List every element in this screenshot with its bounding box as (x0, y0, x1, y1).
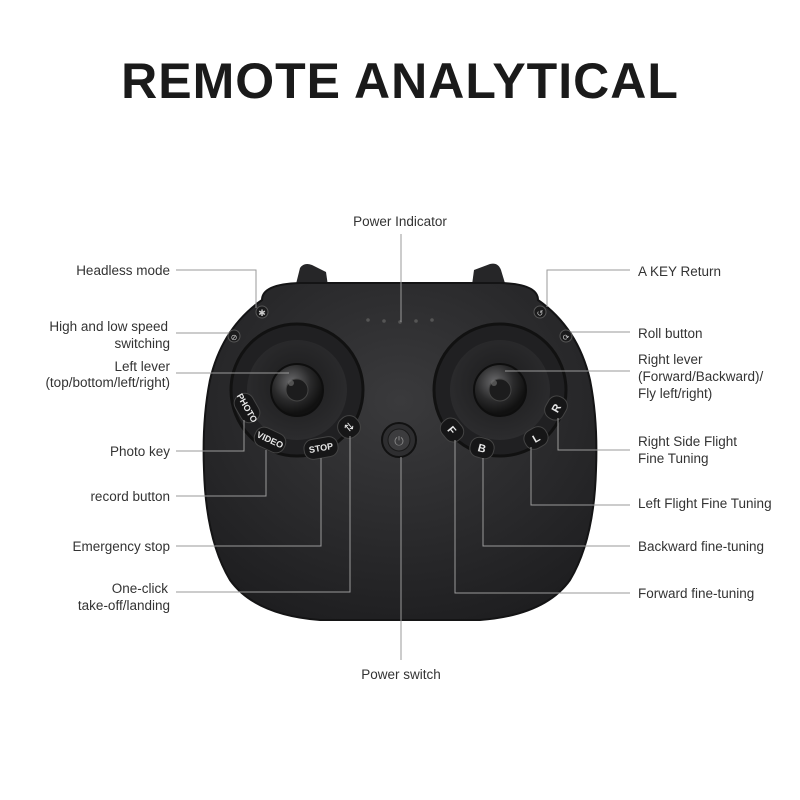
stop-button[interactable]: STOP (303, 435, 340, 461)
label-left-flight-fine: Left Flight Fine Tuning (638, 496, 772, 511)
svg-text:↺: ↺ (537, 309, 544, 318)
lead-estop (176, 458, 322, 547)
a-key-return-button[interactable]: ↺ (533, 305, 547, 319)
label-right-lever-3: Fly left/right) (638, 386, 712, 401)
label-right-side-fine-1: Right Side Flight (638, 434, 737, 449)
lead-record (176, 450, 267, 497)
label-forward-fine: Forward fine-tuning (638, 586, 754, 601)
label-speed-switch-1: High and low speed (49, 319, 168, 334)
label-power-indicator: Power Indicator (353, 214, 447, 229)
label-backward-fine: Backward fine-tuning (638, 539, 764, 554)
takeoff-landing-button[interactable]: ⇅ (334, 412, 365, 443)
svg-text:⏻: ⏻ (394, 434, 404, 448)
label-left-lever-2: (top/bottom/left/right) (45, 375, 170, 390)
left-trim-button[interactable]: L (521, 423, 552, 452)
backward-trim-label: B (476, 442, 487, 456)
backward-trim-button[interactable]: B (468, 435, 496, 461)
lead-headless (176, 269, 257, 308)
video-button[interactable]: VIDEO (251, 424, 288, 456)
lead-a-key (546, 269, 630, 307)
label-speed-switch-2: switching (114, 336, 170, 351)
page-title: REMOTE ANALYTICAL (121, 53, 679, 109)
label-power-switch: Power switch (361, 667, 441, 682)
label-emergency-stop: Emergency stop (72, 539, 170, 554)
label-a-key-return: A KEY Return (638, 264, 721, 279)
stop-button-label: STOP (308, 441, 334, 455)
lead-photo (176, 420, 245, 452)
label-one-click-1: One-click (112, 581, 169, 596)
right-trim-button[interactable]: R (541, 393, 570, 424)
lead-takeoff (176, 436, 351, 593)
label-right-lever-2: (Forward/Backward)/ (638, 369, 764, 384)
label-roll-button: Roll button (638, 326, 703, 341)
lead-backward-fine (482, 458, 630, 547)
power-switch-button[interactable]: ⏻ (381, 422, 417, 458)
left-lever[interactable] (270, 363, 324, 417)
label-right-side-fine-2: Fine Tuning (638, 451, 709, 466)
label-right-lever-1: Right lever (638, 352, 703, 367)
label-left-lever-1: Left lever (114, 359, 170, 374)
lead-right-fine (557, 418, 630, 451)
roll-button[interactable]: ⟳ (559, 329, 573, 343)
svg-text:⊘: ⊘ (231, 333, 238, 342)
forward-trim-button[interactable]: F (437, 414, 468, 445)
svg-text:✱: ✱ (258, 309, 266, 319)
lead-forward-fine (454, 440, 630, 594)
lead-left-fine (530, 447, 630, 506)
callout-labels: Power Indicator Headless mode High and l… (45, 214, 771, 682)
label-photo-key: Photo key (110, 444, 170, 459)
label-one-click-2: take-off/landing (78, 598, 170, 613)
speed-switch-button[interactable]: ⊘ (227, 329, 241, 343)
label-record-button: record button (90, 489, 170, 504)
svg-text:⟳: ⟳ (563, 333, 570, 342)
leader-lines (176, 234, 630, 660)
right-lever[interactable] (473, 363, 527, 417)
headless-mode-button[interactable]: ✱ (255, 305, 269, 319)
label-headless-mode: Headless mode (76, 263, 170, 278)
